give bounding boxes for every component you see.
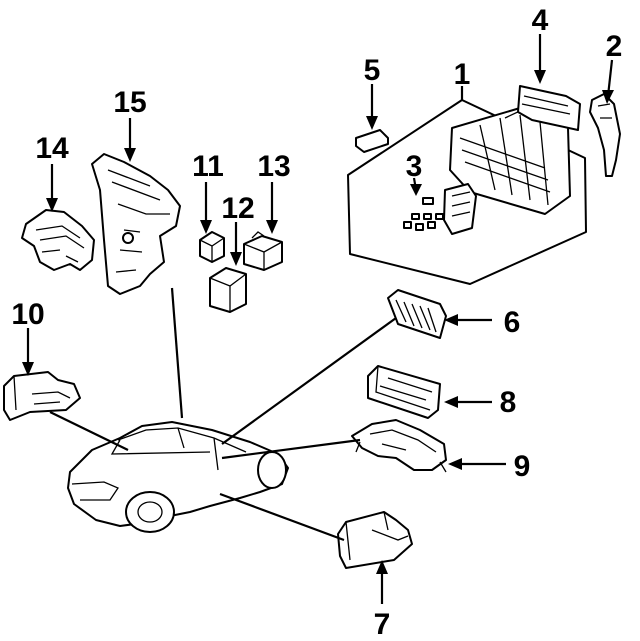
callout-5: 5	[364, 54, 381, 87]
callout-14: 14	[35, 132, 69, 165]
callout-4: 4	[532, 4, 549, 37]
small-fuse	[355, 129, 389, 153]
callout-labels: 1 2 3 4 5 6 7 8 9 10 11 12 13 14 15	[11, 4, 622, 641]
leader-7	[219, 492, 345, 542]
callout-arrows	[22, 34, 614, 604]
callout-3: 3	[406, 150, 423, 183]
fuse-puller	[589, 93, 621, 177]
relay-box-10	[3, 371, 81, 421]
callout-2: 2	[606, 30, 623, 63]
control-unit-6	[387, 289, 447, 339]
control-module-8	[367, 365, 441, 419]
callout-6: 6	[504, 306, 521, 339]
relay-11	[199, 231, 225, 263]
leader-9	[221, 438, 361, 460]
fuse-set	[403, 183, 477, 235]
relay-bracket-15	[91, 153, 181, 295]
callout-11: 11	[192, 150, 224, 183]
leader-6	[221, 317, 397, 445]
callout-9: 9	[514, 450, 531, 483]
callout-15: 15	[113, 86, 146, 119]
mounting-bracket-9	[351, 419, 447, 473]
fuse-box	[449, 107, 571, 215]
callout-13: 13	[257, 150, 290, 183]
fuse-box-group	[347, 99, 587, 285]
callout-1: 1	[454, 58, 471, 91]
callout-7: 7	[374, 608, 391, 641]
callout-10: 10	[11, 298, 44, 331]
leader-lines	[49, 287, 397, 542]
callout-12: 12	[221, 192, 254, 225]
relay-12	[209, 267, 247, 313]
callout-8: 8	[500, 386, 517, 419]
leader-15	[170, 287, 184, 419]
fuse-box-cover	[517, 85, 581, 131]
relay-bracket-14	[21, 209, 95, 271]
relay-box-7	[337, 511, 413, 569]
relay-13	[243, 231, 283, 271]
car	[67, 421, 289, 533]
leader-10	[49, 411, 129, 451]
